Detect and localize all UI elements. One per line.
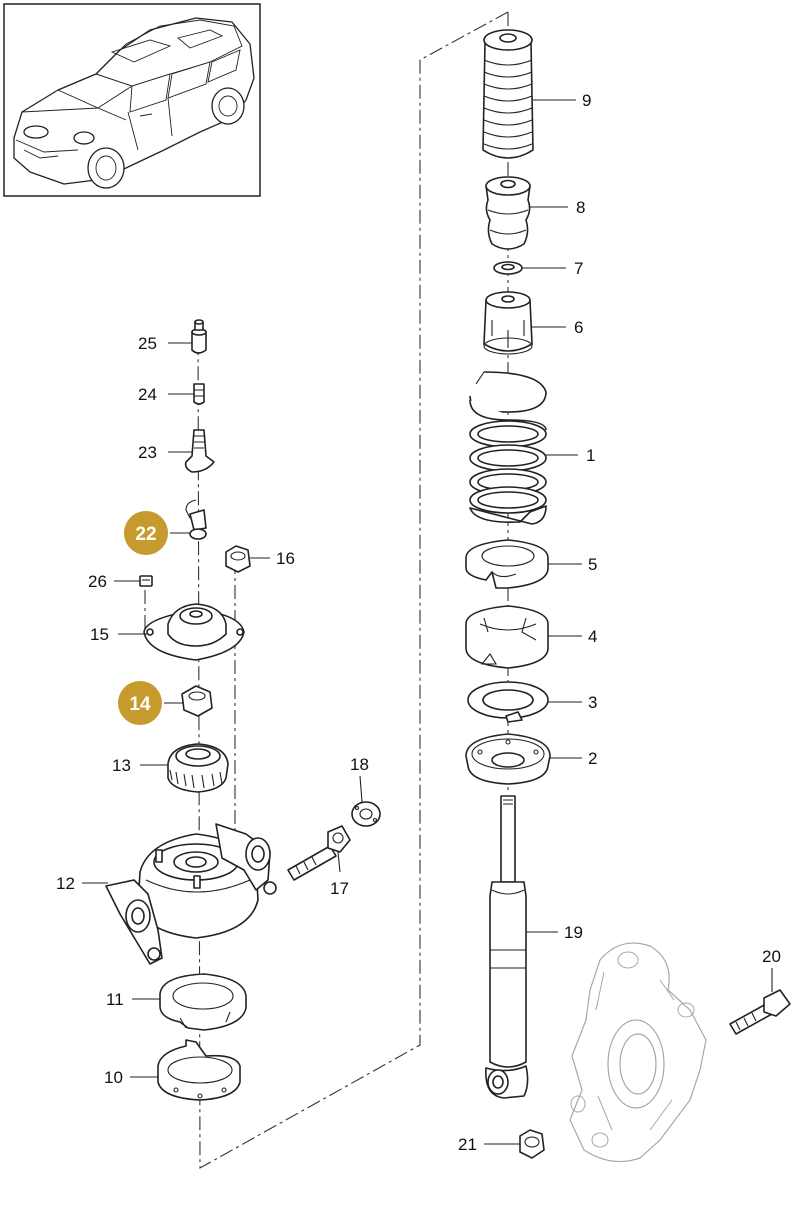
part-16-nut <box>225 545 251 573</box>
part-25-cap <box>191 319 207 354</box>
part-2-support-plate <box>465 733 551 785</box>
callout-14[interactable]: 14 <box>129 694 151 715</box>
callout-4[interactable]: 4 <box>588 627 597 646</box>
callout-14-badge[interactable] <box>118 681 162 725</box>
callout-15[interactable]: 15 <box>90 625 109 644</box>
callout-22[interactable]: 22 <box>135 524 156 545</box>
callout-11[interactable]: 11 <box>106 990 124 1009</box>
callout-2[interactable]: 2 <box>588 749 597 768</box>
callout-8[interactable]: 8 <box>576 198 585 217</box>
part-3-gasket <box>467 681 549 723</box>
part-4-spring-seat <box>465 605 549 669</box>
callout-12[interactable]: 12 <box>56 874 75 893</box>
callout-10[interactable]: 10 <box>104 1068 123 1087</box>
callout-24[interactable]: 24 <box>138 385 157 404</box>
part-24-valve <box>193 383 205 405</box>
part-12-spring-housing <box>105 823 277 965</box>
part-1-coil-spring <box>469 371 547 525</box>
part-17-bolt <box>287 825 351 881</box>
part-23-valve-body <box>184 429 215 473</box>
callout-23[interactable]: 23 <box>138 443 157 462</box>
callout-25[interactable]: 25 <box>138 334 157 353</box>
callout-labels: 1 2 3 4 5 6 7 8 9 10 11 12 13 14 15 16 1… <box>56 91 781 1154</box>
callout-18[interactable]: 18 <box>350 755 369 774</box>
part-6-stop-cup <box>483 291 533 355</box>
callout-19[interactable]: 19 <box>564 923 583 942</box>
callout-21[interactable]: 21 <box>458 1135 477 1154</box>
callout-5[interactable]: 5 <box>588 555 597 574</box>
callout-22-badge[interactable] <box>124 511 168 555</box>
part-13-bearing <box>167 743 229 793</box>
callout-9[interactable]: 9 <box>582 91 591 110</box>
part-9-protective-boot <box>482 29 534 159</box>
callout-16[interactable]: 16 <box>276 549 295 568</box>
part-20-bolt <box>729 989 791 1035</box>
part-14-nut <box>181 685 213 717</box>
callout-7[interactable]: 7 <box>574 259 583 278</box>
wheel-carrier-reference <box>569 942 707 1163</box>
callout-17[interactable]: 17 <box>330 879 349 898</box>
part-11-spring-pad-lower <box>159 973 247 1031</box>
vehicle-thumbnail <box>3 3 261 197</box>
part-18-grommet <box>351 801 381 827</box>
part-22-elbow-fitting <box>185 499 207 540</box>
callout-1[interactable]: 1 <box>586 446 595 465</box>
leader-lines <box>82 99 773 1145</box>
part-10-spring-seat-lower <box>157 1039 241 1101</box>
callout-3[interactable]: 3 <box>588 693 597 712</box>
part-15-top-mount <box>143 603 245 661</box>
callout-20[interactable]: 20 <box>762 947 781 966</box>
part-26-clip <box>139 575 153 587</box>
part-7-washer <box>493 261 523 275</box>
part-21-nut <box>519 1129 545 1159</box>
callout-26[interactable]: 26 <box>88 572 107 591</box>
part-19-shock-absorber <box>485 795 529 1099</box>
callout-6[interactable]: 6 <box>574 318 583 337</box>
callout-13[interactable]: 13 <box>112 756 131 775</box>
part-5-spring-pad <box>465 539 549 589</box>
part-8-bump-stop <box>485 176 531 250</box>
